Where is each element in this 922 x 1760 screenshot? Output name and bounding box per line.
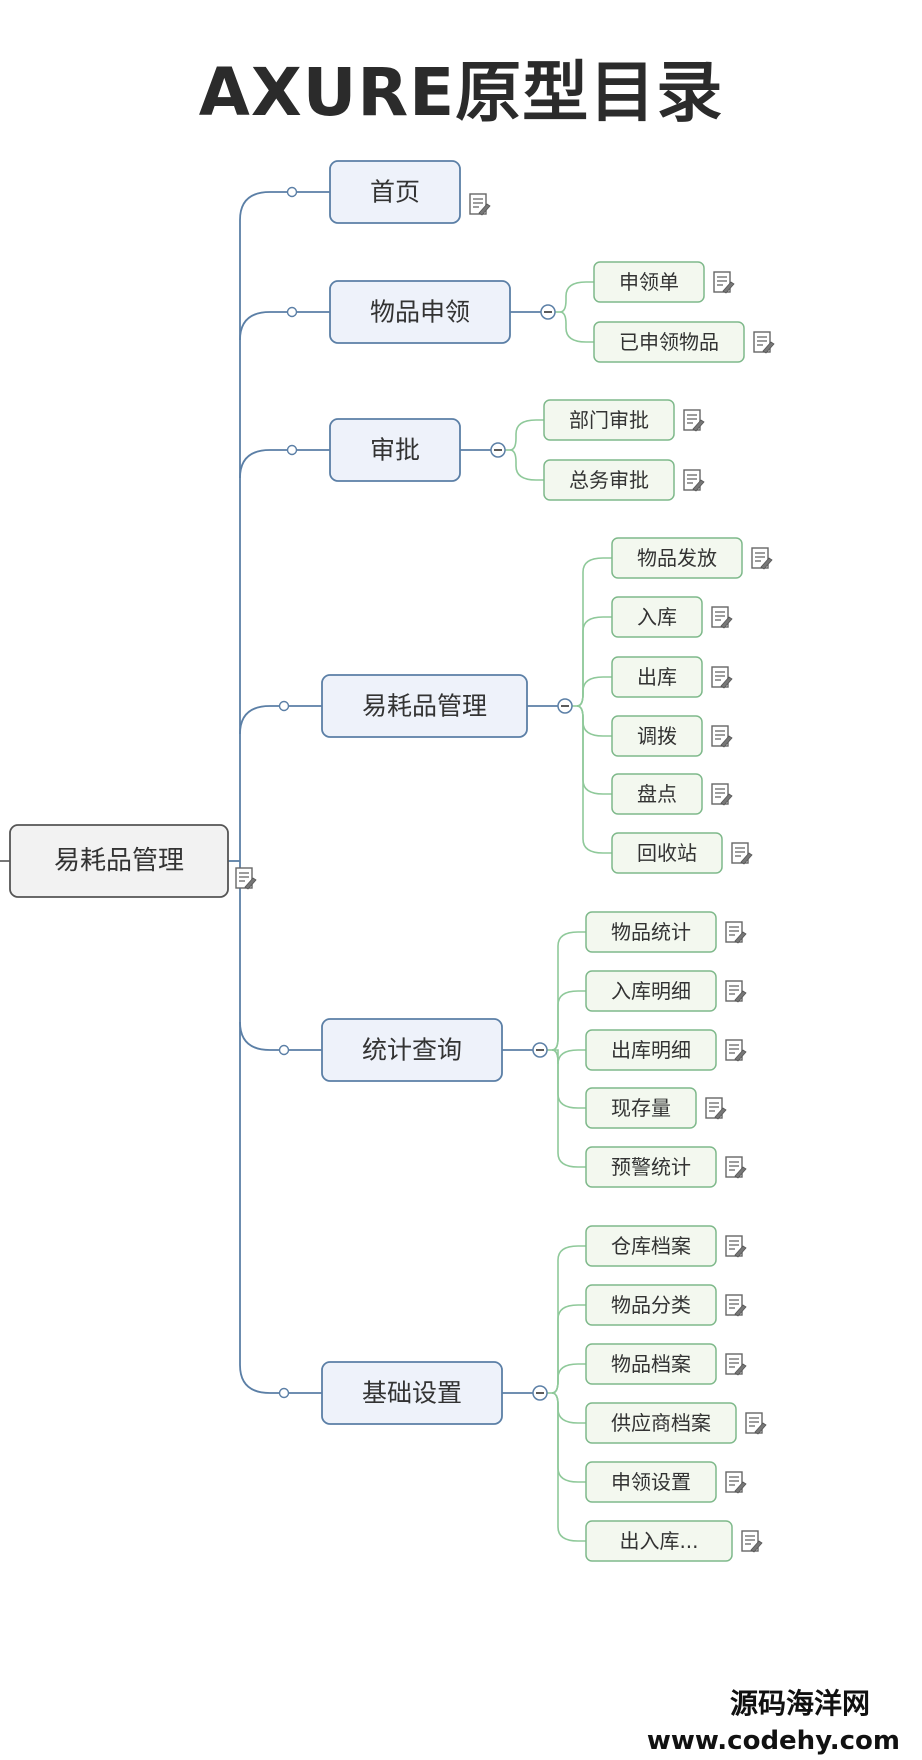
- child-label: 回收站: [637, 841, 697, 865]
- branch-label: 基础设置: [362, 1379, 462, 1408]
- child-label: 出库: [637, 665, 677, 689]
- root-note-icon[interactable]: [235, 867, 257, 890]
- child-node[interactable]: 预警统计: [585, 1146, 717, 1188]
- branch-label: 物品申领: [370, 298, 470, 327]
- child-node[interactable]: 回收站: [611, 832, 723, 874]
- child-node[interactable]: 部门审批: [543, 399, 675, 441]
- branch-node[interactable]: 统计查询: [321, 1018, 503, 1082]
- child-note-icon[interactable]: [753, 331, 775, 354]
- collapse-icon[interactable]: [557, 698, 573, 714]
- child-label: 盘点: [637, 782, 677, 806]
- child-label: 物品分类: [611, 1293, 691, 1317]
- collapse-icon[interactable]: [490, 442, 506, 458]
- child-label: 入库明细: [611, 979, 691, 1003]
- watermark-url: www.codehy.com: [646, 1726, 900, 1756]
- child-note-icon[interactable]: [725, 1039, 747, 1062]
- child-node[interactable]: 出库明细: [585, 1029, 717, 1071]
- child-label: 入库: [637, 605, 677, 629]
- branch-node[interactable]: 物品申领: [329, 280, 511, 344]
- branch-label: 易耗品管理: [362, 692, 487, 721]
- child-note-icon[interactable]: [725, 1156, 747, 1179]
- child-node[interactable]: 申领设置: [585, 1461, 717, 1503]
- child-note-icon[interactable]: [711, 783, 733, 806]
- child-node[interactable]: 物品分类: [585, 1284, 717, 1326]
- child-note-icon[interactable]: [705, 1097, 727, 1120]
- root-node[interactable]: 易耗品管理: [9, 824, 229, 898]
- child-note-icon[interactable]: [741, 1530, 763, 1553]
- child-note-icon[interactable]: [683, 469, 705, 492]
- child-note-icon[interactable]: [683, 409, 705, 432]
- branch-junction: [278, 700, 290, 712]
- branch-junction: [278, 1044, 290, 1056]
- child-note-icon[interactable]: [725, 980, 747, 1003]
- child-label: 预警统计: [611, 1155, 691, 1179]
- child-label: 申领单: [619, 270, 679, 294]
- child-node[interactable]: 仓库档案: [585, 1225, 717, 1267]
- root-label: 易耗品管理: [54, 846, 184, 876]
- child-note-icon[interactable]: [725, 1353, 747, 1376]
- child-node[interactable]: 已申领物品: [593, 321, 745, 363]
- collapse-icon[interactable]: [532, 1042, 548, 1058]
- child-node[interactable]: 供应商档案: [585, 1402, 737, 1444]
- child-label: 仓库档案: [611, 1234, 691, 1258]
- child-label: 总务审批: [569, 468, 649, 492]
- child-note-icon[interactable]: [711, 606, 733, 629]
- diagram-title: AXURE原型目录: [198, 54, 724, 131]
- child-note-icon[interactable]: [713, 271, 735, 294]
- child-node[interactable]: 出库: [611, 656, 703, 698]
- child-node[interactable]: 物品发放: [611, 537, 743, 579]
- watermark-background: [712, 1678, 912, 1760]
- branch-node[interactable]: 易耗品管理: [321, 674, 528, 738]
- watermark-text: 源码海洋网: [729, 1687, 870, 1720]
- child-label: 申领设置: [611, 1470, 691, 1494]
- child-node[interactable]: 入库明细: [585, 970, 717, 1012]
- child-node[interactable]: 出入库...: [585, 1520, 733, 1562]
- child-label: 现存量: [611, 1096, 671, 1120]
- child-label: 调拨: [637, 724, 677, 748]
- child-note-icon[interactable]: [731, 842, 753, 865]
- collapse-icon[interactable]: [540, 304, 556, 320]
- branch-node[interactable]: 基础设置: [321, 1361, 503, 1425]
- child-label: 出入库...: [619, 1529, 698, 1553]
- branch-note-icon[interactable]: [469, 193, 491, 216]
- branch-junction: [286, 186, 298, 198]
- collapse-icon[interactable]: [532, 1385, 548, 1401]
- child-label: 出库明细: [611, 1038, 691, 1062]
- child-node[interactable]: 总务审批: [543, 459, 675, 501]
- branch-label: 统计查询: [362, 1036, 462, 1065]
- child-label: 物品发放: [637, 546, 717, 570]
- branch-junction: [286, 306, 298, 318]
- child-label: 物品统计: [611, 920, 691, 944]
- child-node[interactable]: 物品档案: [585, 1343, 717, 1385]
- branch-label: 首页: [370, 178, 420, 207]
- child-node[interactable]: 入库: [611, 596, 703, 638]
- child-note-icon[interactable]: [725, 921, 747, 944]
- branch-node[interactable]: 首页: [329, 160, 461, 224]
- branch-node[interactable]: 审批: [329, 418, 461, 482]
- child-node[interactable]: 盘点: [611, 773, 703, 815]
- child-node[interactable]: 物品统计: [585, 911, 717, 953]
- child-note-icon[interactable]: [725, 1235, 747, 1258]
- child-note-icon[interactable]: [725, 1471, 747, 1494]
- child-label: 部门审批: [569, 408, 649, 432]
- child-label: 供应商档案: [611, 1411, 711, 1435]
- child-note-icon[interactable]: [711, 725, 733, 748]
- child-note-icon[interactable]: [745, 1412, 767, 1435]
- child-note-icon[interactable]: [725, 1294, 747, 1317]
- branch-junction: [278, 1387, 290, 1399]
- child-note-icon[interactable]: [711, 666, 733, 689]
- child-node[interactable]: 调拨: [611, 715, 703, 757]
- child-node[interactable]: 申领单: [593, 261, 705, 303]
- child-label: 物品档案: [611, 1352, 691, 1376]
- child-node[interactable]: 现存量: [585, 1087, 697, 1129]
- branch-label: 审批: [370, 436, 420, 465]
- child-label: 已申领物品: [619, 330, 719, 354]
- branch-junction: [286, 444, 298, 456]
- child-note-icon[interactable]: [751, 547, 773, 570]
